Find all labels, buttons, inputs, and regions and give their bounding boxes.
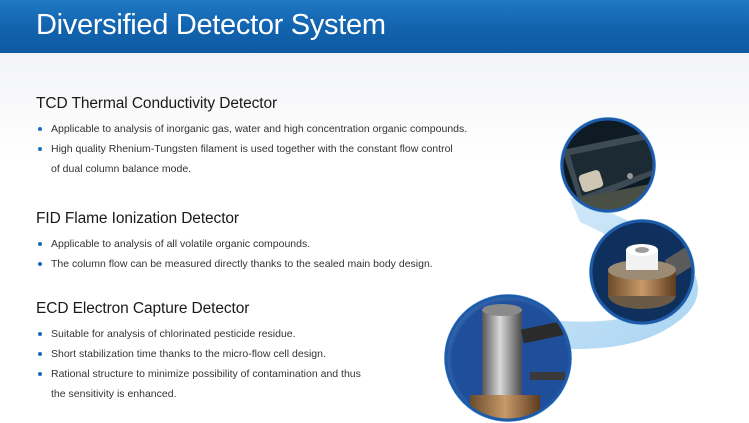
bullet-icon [38,127,42,131]
list-item: Rational structure to minimize possibili… [36,364,476,384]
list-item-text: High quality Rhenium-Tungsten filament i… [51,143,453,155]
ecd-list: Suitable for analysis of chlorinated pes… [36,324,476,404]
bullet-icon [38,372,42,376]
list-item-text: of dual column balance mode. [51,163,192,175]
section-ecd: ECD Electron Capture Detector Suitable f… [36,300,476,404]
list-item-text: The column flow can be measured directly… [51,258,433,270]
section-title-fid: FID Flame Ionization Detector [36,210,239,227]
list-item-text: Rational structure to minimize possibili… [51,368,361,380]
bullet-icon [38,352,42,356]
list-item: Short stabilization time thanks to the m… [36,344,476,364]
bullet-icon [38,262,42,266]
list-item-continuation: the sensitivity is enhanced. [36,384,476,404]
list-item-continuation: of dual column balance mode. [36,159,476,179]
list-item: Applicable to analysis of inorganic gas,… [36,119,476,139]
detector-photo-collage [444,117,698,422]
list-item: Suitable for analysis of chlorinated pes… [36,324,476,344]
ecd-photo [446,296,570,420]
section-fid: FID Flame Ionization Detector Applicable… [36,210,476,274]
header-banner: Diversified Detector System [0,0,749,53]
fid-list: Applicable to analysis of all volatile o… [36,234,476,274]
bullet-icon [38,242,42,246]
list-item: Applicable to analysis of all volatile o… [36,234,476,254]
list-item-text: Suitable for analysis of chlorinated pes… [51,328,296,340]
list-item-text: Applicable to analysis of inorganic gas,… [51,123,468,135]
section-title-tcd: TCD Thermal Conductivity Detector [36,95,278,112]
fid-photo [591,221,693,323]
list-item-text: the sensitivity is enhanced. [51,388,177,400]
bullet-icon [38,147,42,151]
list-item: The column flow can be measured directly… [36,254,476,274]
section-tcd: TCD Thermal Conductivity Detector Applic… [36,95,476,179]
list-item-text: Short stabilization time thanks to the m… [51,348,326,360]
page-title: Diversified Detector System [36,9,386,41]
list-item-text: Applicable to analysis of all volatile o… [51,238,311,250]
tcd-list: Applicable to analysis of inorganic gas,… [36,119,476,179]
tcd-photo [562,119,654,211]
section-title-ecd: ECD Electron Capture Detector [36,300,250,317]
list-item: High quality Rhenium-Tungsten filament i… [36,139,476,159]
bullet-icon [38,332,42,336]
